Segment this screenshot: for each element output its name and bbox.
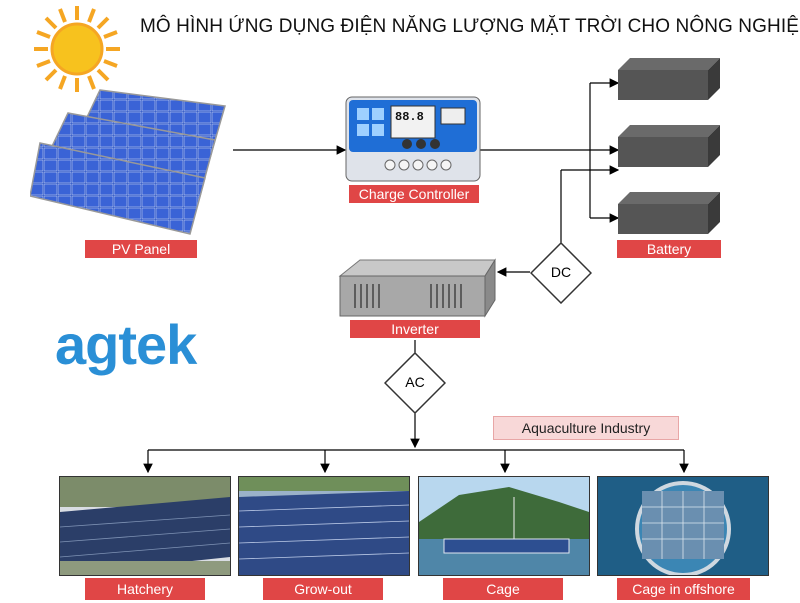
- pv-panel-image: [30, 89, 226, 235]
- hatchery-photo: [59, 476, 231, 576]
- cage-in-offshore-label: Cage in offshore: [617, 578, 750, 600]
- cage-label: Cage: [443, 578, 563, 600]
- inverter-label: Inverter: [350, 320, 480, 338]
- cage-photo: [418, 476, 590, 576]
- grow-out-label: Grow-out: [263, 578, 383, 600]
- inverter-image: [338, 258, 496, 318]
- cage-in-offshore-photo: [597, 476, 769, 576]
- ac-label: AC: [405, 374, 425, 390]
- charge-controller-label: Charge Controller: [349, 185, 479, 203]
- dc-node: [530, 242, 592, 304]
- controller-display: 88.8: [395, 110, 424, 124]
- sun-icon: [34, 6, 120, 92]
- battery-label: Battery: [617, 240, 721, 258]
- diagram-title: MÔ HÌNH ỨNG DỤNG ĐIỆN NĂNG LƯỢNG MẶT TRỜ…: [140, 16, 800, 37]
- battery-1: [618, 58, 720, 100]
- pv-panel-label: PV Panel: [85, 240, 197, 258]
- hatchery-label: Hatchery: [85, 578, 205, 600]
- ac-node: [384, 352, 446, 414]
- agtek-logo: agtek: [55, 313, 197, 376]
- dc-label: DC: [550, 264, 572, 280]
- aquaculture-industry-label: Aquaculture Industry: [493, 416, 679, 440]
- grow-out-photo: [238, 476, 410, 576]
- battery-bank-image: [618, 58, 720, 234]
- charge-controller-image: [345, 96, 481, 182]
